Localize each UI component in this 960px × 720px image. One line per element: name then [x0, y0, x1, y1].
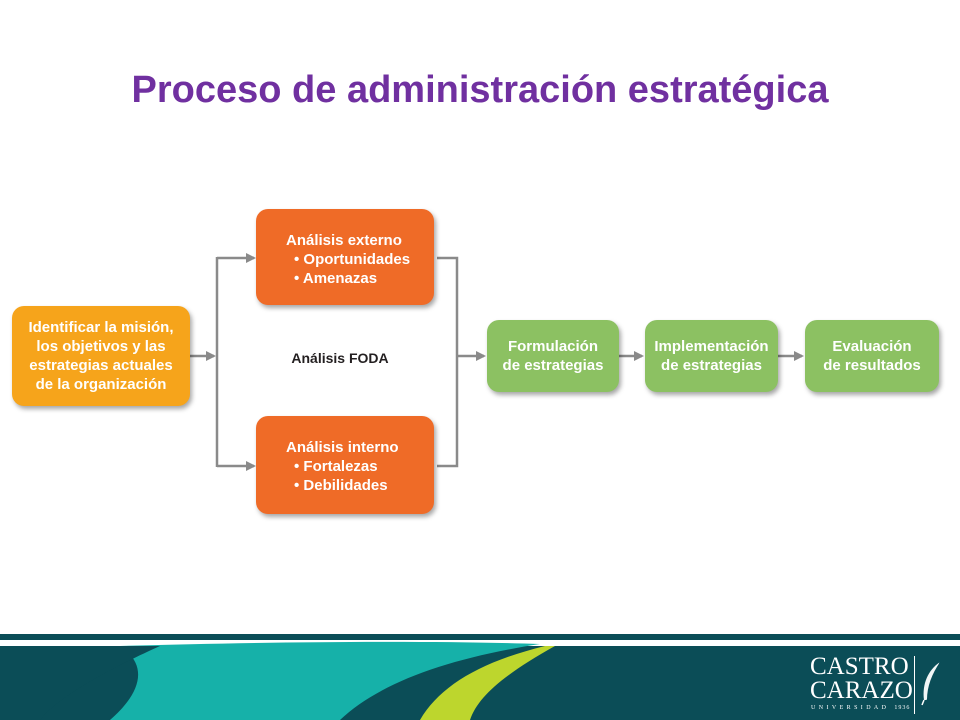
implementation-box: Implementación de estrategias: [645, 320, 778, 392]
external-analysis-box: Análisis externo • Oportunidades • Amena…: [256, 209, 434, 305]
footer-teal-edge: [0, 646, 160, 720]
footer-band: [0, 634, 960, 720]
page-title: Proceso de administración estratégica: [131, 69, 829, 111]
start-box-line: Identificar la misión,: [28, 319, 174, 336]
castro-carazo-logo: CASTRO CARAZO UNIVERSIDAD 1936: [806, 654, 956, 716]
quill-leaf-icon: [921, 661, 941, 706]
internal-analysis-bullet: • Debilidades: [294, 477, 388, 494]
start-box-line: estrategias actuales: [29, 357, 173, 374]
formulation-box-line: de estrategias: [502, 357, 604, 374]
formulation-box: Formulación de estrategias: [487, 320, 619, 392]
logo-subtitle-text: UNIVERSIDAD: [811, 705, 890, 711]
external-analysis-heading: Análisis externo: [286, 232, 402, 249]
external-analysis-bullet: • Amenazas: [294, 270, 378, 287]
merge-bracket: [437, 256, 459, 468]
logo-year: 1936: [894, 705, 911, 711]
evaluation-box-line: de resultados: [823, 357, 921, 374]
logo-divider: [914, 656, 915, 714]
internal-analysis-box: Análisis interno • Fortalezas • Debilida…: [256, 416, 434, 514]
implementation-box-line: Implementación: [654, 338, 769, 355]
formulation-box-line: Formulación: [507, 338, 598, 355]
evaluation-box: Evaluación de resultados: [805, 320, 939, 392]
logo-word-carazo: CARAZO: [810, 677, 913, 704]
internal-analysis-heading: Análisis interno: [286, 439, 399, 456]
start-box: Identificar la misión, los objetivos y l…: [12, 306, 190, 406]
implementation-box-line: de estrategias: [661, 357, 762, 374]
footer-lime-swoosh: [420, 646, 555, 720]
internal-analysis-bullet: • Fortalezas: [294, 458, 378, 475]
logo-subtitle: UNIVERSIDAD 1936: [811, 704, 910, 712]
foda-label: Análisis FODA: [291, 350, 389, 366]
start-box-line: de la organización: [35, 376, 167, 393]
start-box-line: los objetivos y las: [36, 338, 166, 355]
logo-word-castro: CASTRO: [810, 653, 909, 680]
footer-teal-swoosh: [110, 641, 540, 720]
external-analysis-bullet: • Oportunidades: [294, 251, 411, 268]
evaluation-box-line: Evaluación: [832, 338, 912, 355]
